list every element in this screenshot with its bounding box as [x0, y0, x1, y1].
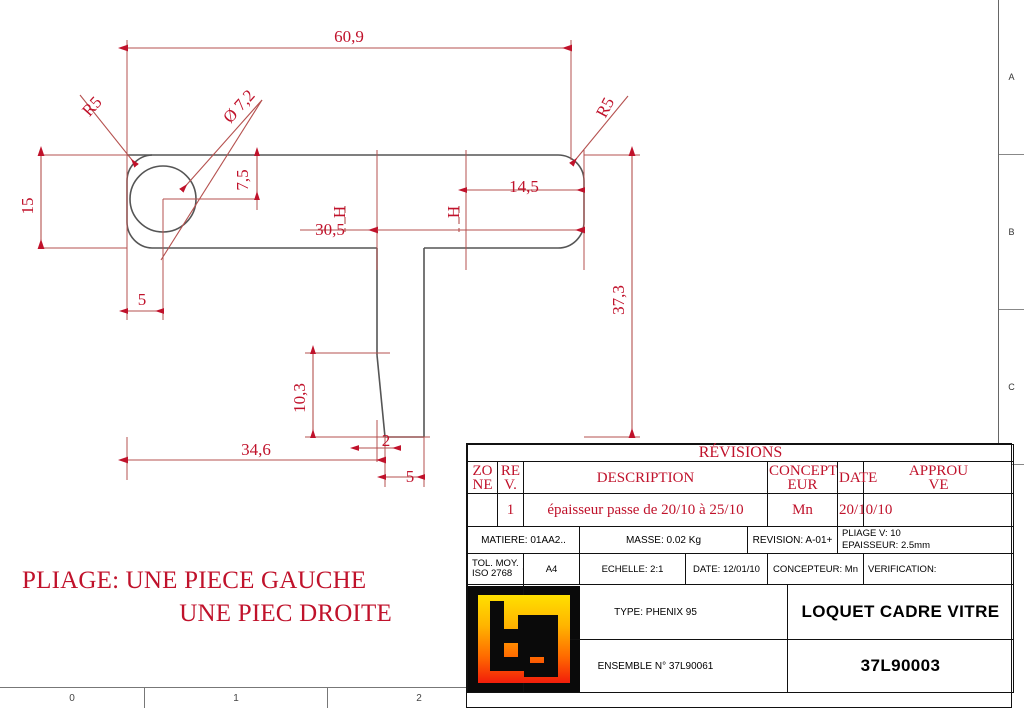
revisions-cell-description: épaisseur passe de 20/10 à 25/10: [523, 493, 768, 527]
first-angle-projection-symbol: [521, 568, 523, 570]
revisions-cell-date: 20/10/10: [837, 493, 892, 527]
dim-right-offset: 14,5: [509, 177, 539, 196]
zone-cell-c: C: [999, 310, 1024, 465]
logo-bg-monogram: [490, 600, 558, 677]
revisions-cell-approuve: [863, 493, 1014, 527]
pliage-note-line2: UNE PIEC DROITE: [179, 600, 392, 627]
part-outline: [126, 154, 585, 438]
ruler-label-1: 1: [233, 692, 239, 704]
zone-label-c: C: [1008, 382, 1015, 392]
ruler-cell-0: 0: [0, 688, 145, 708]
spec-pliage-epaisseur: PLIAGE V: 10 EPAISSEUR: 2.5mm: [837, 526, 1014, 554]
zone-cell-b: B: [999, 155, 1024, 310]
ruler-label-2: 2: [416, 692, 422, 704]
revisions-heading-row: RÉVISIONS: [467, 444, 1014, 462]
dimension-lines: [41, 40, 640, 487]
dim-tab-height: 10,3: [290, 383, 309, 413]
dim-radius-left: R5: [78, 93, 105, 120]
echelle-cell: ECHELLE: 2:1: [579, 553, 686, 585]
ruler-cell-1: 1: [145, 688, 328, 708]
revisions-heading: RÉVISIONS: [467, 444, 1014, 462]
date-cell: DATE: 12/01/10: [685, 553, 768, 585]
dim-hole-diameter: Ø 7,2: [219, 86, 258, 127]
centerline-marks: [344, 206, 460, 232]
pliage-note-line1: PLIAGE: UNE PIECE GAUCHE: [22, 567, 367, 594]
revisions-cell-zone: [467, 493, 498, 527]
dim-left-height: 15: [18, 198, 37, 215]
tolerance-cell: TOL. MOY. ISO 2768: [467, 553, 524, 585]
info-row: TOL. MOY. ISO 2768 A4 ECHELLE: 2:1 DATE:…: [467, 553, 1014, 585]
tolerance-line2: ISO 2768: [472, 568, 513, 579]
revisions-cell-concepteur: Mn: [767, 493, 838, 527]
ensemble-row: ENSEMBLE N° 37L90061 37L90003: [468, 639, 1014, 693]
revisions-col-description: DESCRIPTION: [523, 461, 768, 494]
format-cell: A4: [523, 553, 580, 585]
ruler-label-0: 0: [69, 692, 75, 704]
revisions-cell-rev: 1: [497, 493, 524, 527]
pliage-note: PLIAGE: UNE PIECE GAUCHE UNE PIEC DROITE: [22, 564, 442, 630]
dim-hole-from-top: 7,5: [233, 169, 252, 190]
revisions-col-date: DATE: [837, 461, 877, 494]
dimension-texts: 60,9 R5 R5 Ø 7,2 7,5 15 5 30,5 14,5 37,3…: [18, 27, 628, 486]
dim-mid-offset: 30,5: [315, 220, 345, 239]
verification-cell: VERIFICATION:: [863, 553, 1014, 585]
spec-matiere: MATIERE: 01AA2..: [467, 526, 580, 554]
type-row: TYPE: PHENIX 95 LOQUET CADRE VITRE: [467, 584, 1014, 693]
part-title: LOQUET CADRE VITRE: [787, 584, 1014, 640]
centerline-mark-2: H: [444, 206, 463, 218]
dimension-arrows: [37, 44, 636, 480]
spec-revision: REVISION: A-01+: [747, 526, 838, 554]
dim-tab-width: 2: [382, 431, 391, 450]
dim-left-offset: 5: [138, 290, 147, 309]
logo-frame: [468, 585, 580, 692]
zone-label-a: A: [1008, 72, 1015, 82]
concepteur-cell: CONCEPTEUR: Mn: [767, 553, 864, 585]
dim-bottom-offset: 5: [406, 467, 415, 486]
company-logo: [467, 584, 580, 693]
zone-cell-a: A: [999, 0, 1024, 155]
dim-bottom-length: 34,6: [241, 440, 271, 459]
spec-epaisseur: EPAISSEUR: 2.5mm: [842, 540, 930, 551]
spec-masse: MASSE: 0.02 Kg: [579, 526, 748, 554]
zone-label-b: B: [1008, 227, 1015, 237]
tolerance-line1: TOL. MOY.: [472, 558, 519, 569]
centerline-mark-1: H: [330, 206, 349, 218]
logo-artwork: [478, 594, 570, 683]
spec-pliage-v: PLIAGE V: 10: [842, 528, 901, 539]
dim-overall-height: 37,3: [609, 285, 628, 315]
dim-overall-length: 60,9: [334, 27, 364, 46]
dim-radius-right: R5: [592, 94, 618, 120]
spec-row: MATIERE: 01AA2.. MASSE: 0.02 Kg REVISION…: [467, 526, 1014, 554]
part-number: 37L90003: [787, 639, 1014, 693]
revisions-data-row: 1 épaisseur passe de 20/10 à 25/10 Mn 20…: [467, 493, 1014, 527]
